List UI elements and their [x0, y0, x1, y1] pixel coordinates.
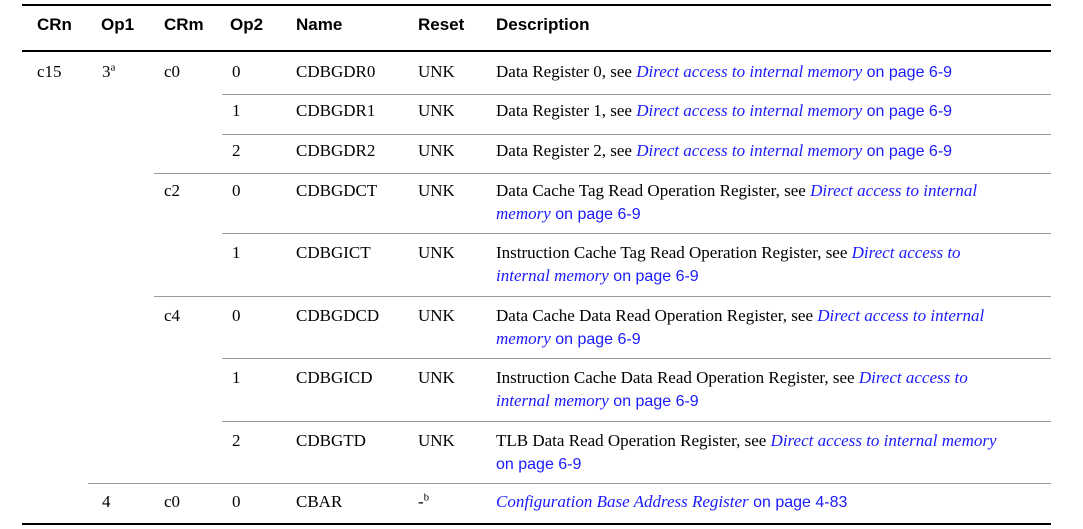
description-cell: Data Register 2, see Direct access to in…: [496, 141, 953, 160]
page-reference[interactable]: on page 6-9: [862, 103, 953, 120]
cross-reference-link[interactable]: Direct access to internal memory: [770, 431, 997, 450]
footnote-marker: a: [110, 61, 116, 74]
crm-value: c0: [164, 62, 181, 81]
description-cell: Data Cache Tag Read Operation Register, …: [496, 181, 978, 223]
cross-reference-link[interactable]: Direct access to internal memory: [636, 141, 863, 160]
table-top-rule: [22, 4, 1051, 6]
header-op1: Op1: [101, 15, 135, 34]
op2-cell: 0: [232, 306, 241, 325]
crm-divider: [154, 296, 1051, 297]
register-name: CDBGDR1: [296, 101, 376, 120]
table-bottom-rule: [22, 523, 1051, 525]
header-op2: Op2: [230, 15, 264, 34]
page-reference[interactable]: on page 6-9: [608, 393, 699, 410]
header-crm: CRm: [164, 15, 204, 34]
page-reference[interactable]: on page 6-9: [608, 268, 699, 285]
op2-cell: 0: [232, 181, 241, 200]
reset-value: UNK: [418, 141, 455, 160]
header-name: Name: [296, 15, 343, 34]
reset-value: UNK: [418, 62, 455, 81]
page-reference[interactable]: on page 4-83: [748, 494, 848, 511]
register-name: CDBGICT: [296, 243, 371, 262]
cross-reference-link[interactable]: Configuration Base Address Register: [496, 492, 749, 511]
cross-reference-link[interactable]: Direct access to internal: [817, 306, 985, 325]
register-name: CDBGTD: [296, 431, 366, 450]
register-name: CDBGICD: [296, 368, 373, 387]
op2-cell: 0: [232, 492, 241, 511]
register-name: CDBGDCD: [296, 306, 380, 325]
cross-reference-link[interactable]: Direct access to internal memory: [636, 101, 863, 120]
description-cell: TLB Data Read Operation Register, see Di…: [496, 431, 997, 473]
reset-value: UNK: [418, 306, 455, 325]
reset-value: UNK: [418, 181, 455, 200]
footnote-marker: b: [423, 491, 430, 504]
cross-reference-link[interactable]: Direct access to internal: [810, 181, 978, 200]
description-cell: Configuration Base Address Register on p…: [496, 490, 1048, 514]
page-reference[interactable]: on page 6-9: [862, 143, 953, 160]
description-cell: Data Register 0, see Direct access to in…: [496, 62, 953, 81]
header-crn: CRn: [37, 15, 72, 34]
header-bottom-rule: [22, 50, 1051, 52]
cross-reference-link[interactable]: internal memory: [496, 266, 609, 285]
row-divider: [222, 421, 1051, 422]
crm-value: c0: [164, 492, 181, 511]
row-divider: [222, 94, 1051, 95]
page-reference[interactable]: on page 6-9: [862, 64, 953, 81]
reset-value: -b: [418, 491, 430, 511]
reset-value: UNK: [418, 431, 455, 450]
cross-reference-link[interactable]: internal memory: [496, 391, 609, 410]
description-cell: Data Cache Data Read Operation Register,…: [496, 306, 985, 348]
crn-value: c15: [37, 62, 62, 81]
cross-reference-link[interactable]: Direct access to internal memory: [636, 62, 863, 81]
op2-cell: 1: [232, 368, 241, 387]
row-divider: [222, 134, 1051, 135]
register-name: CBAR: [296, 492, 343, 511]
page-reference[interactable]: on page 6-9: [550, 331, 641, 348]
row-divider: [222, 358, 1051, 359]
row-divider: [222, 233, 1051, 234]
header-reset: Reset: [418, 15, 465, 34]
crm-value: c2: [164, 181, 181, 200]
reset-value: UNK: [418, 243, 455, 262]
cross-reference-link[interactable]: memory: [496, 204, 551, 223]
header-description: Description: [496, 15, 590, 34]
op1-value: 3a: [102, 61, 116, 81]
page-reference[interactable]: on page 6-9: [496, 456, 582, 473]
op1-value: 4: [102, 492, 111, 511]
cross-reference-link[interactable]: Direct access to: [858, 368, 968, 387]
op1-divider: [88, 483, 1051, 484]
description-cell: Instruction Cache Data Read Operation Re…: [496, 368, 968, 410]
reset-value: UNK: [418, 368, 455, 387]
crm-divider: [154, 173, 1051, 174]
page-reference[interactable]: on page 6-9: [550, 206, 641, 223]
op2-cell: 1: [232, 101, 241, 120]
description-cell: Data Register 1, see Direct access to in…: [496, 101, 953, 120]
cross-reference-link[interactable]: Direct access to: [851, 243, 961, 262]
op2-cell: 1: [232, 243, 241, 262]
cross-reference-link[interactable]: memory: [496, 329, 551, 348]
crm-value: c4: [164, 306, 181, 325]
op2-cell: 0: [232, 62, 241, 81]
reset-value: UNK: [418, 101, 455, 120]
register-name: CDBGDR0: [296, 62, 376, 81]
register-name: CDBGDR2: [296, 141, 376, 160]
op2-cell: 2: [232, 431, 241, 450]
op2-cell: 2: [232, 141, 241, 160]
description-cell: Instruction Cache Tag Read Operation Reg…: [496, 243, 961, 285]
register-name: CDBGDCT: [296, 181, 378, 200]
